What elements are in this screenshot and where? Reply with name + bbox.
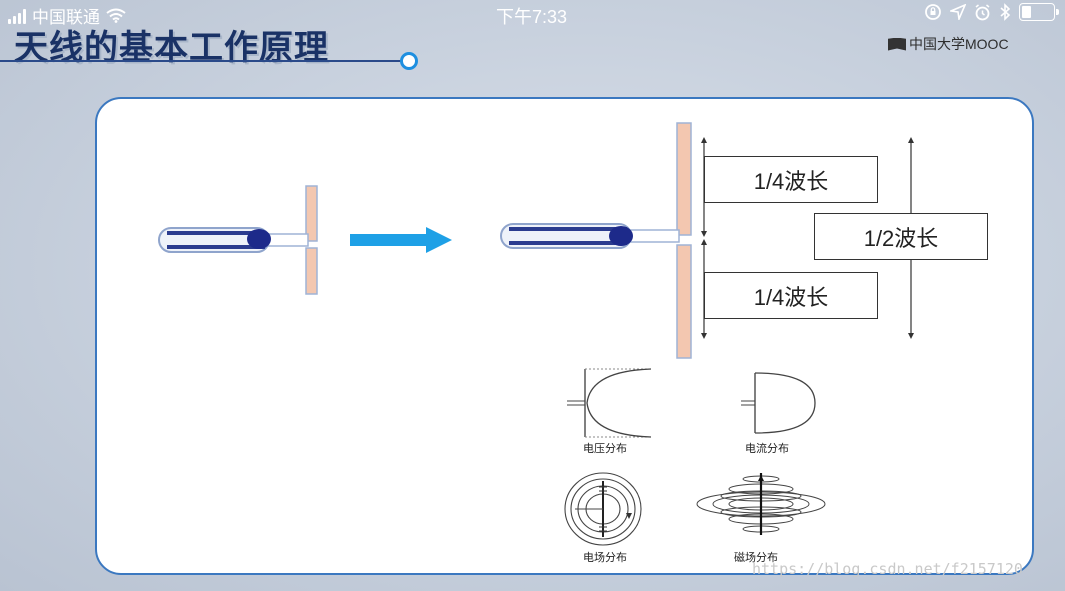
- alarm-icon: [975, 3, 990, 20]
- status-left: 中国联通: [8, 3, 126, 28]
- electric-field-figure: [564, 472, 642, 546]
- quarter-wave-bottom-label: 1/4波长: [704, 272, 878, 319]
- carrier-name: 中国联通: [32, 8, 100, 27]
- magnetic-field-caption: 磁场分布: [734, 551, 778, 564]
- current-caption: 电流分布: [745, 442, 789, 455]
- watermark-text: https://blog.csdn.net/f2157120: [752, 560, 1023, 578]
- voltage-caption: 电压分布: [583, 442, 627, 455]
- mooc-logo: 中国大学MOOC: [888, 34, 1009, 54]
- electric-field-caption: 电场分布: [583, 551, 627, 564]
- location-icon: [950, 4, 966, 20]
- status-bar: 中国联通 下午7:33: [0, 0, 1065, 28]
- battery-icon: [1019, 3, 1059, 21]
- status-right: [924, 3, 1059, 21]
- rotation-lock-icon: [925, 4, 941, 20]
- status-time: 下午7:33: [496, 7, 568, 27]
- mooc-book-icon: [888, 37, 906, 51]
- quarter-wave-top-label: 1/4波长: [704, 156, 878, 203]
- coax-feed-right: [500, 122, 692, 359]
- signal-icon: [8, 8, 26, 24]
- magnetic-field-figure: [696, 473, 826, 535]
- current-distribution-figure: [741, 372, 816, 434]
- half-wave-label: 1/2波长: [814, 213, 988, 260]
- coax-feed-left: [158, 185, 318, 295]
- transform-arrow: [350, 227, 452, 253]
- title-dot-icon: [400, 52, 418, 70]
- title-underline: [0, 60, 403, 62]
- content-card: 1/4波长 1/2波长 1/4波长 电压分布 电流分布 电场分布: [95, 97, 1034, 575]
- bluetooth-icon: [1000, 3, 1011, 21]
- voltage-distribution-figure: [567, 368, 653, 438]
- wifi-icon: [106, 8, 126, 23]
- mooc-logo-text: 中国大学MOOC: [909, 36, 1009, 52]
